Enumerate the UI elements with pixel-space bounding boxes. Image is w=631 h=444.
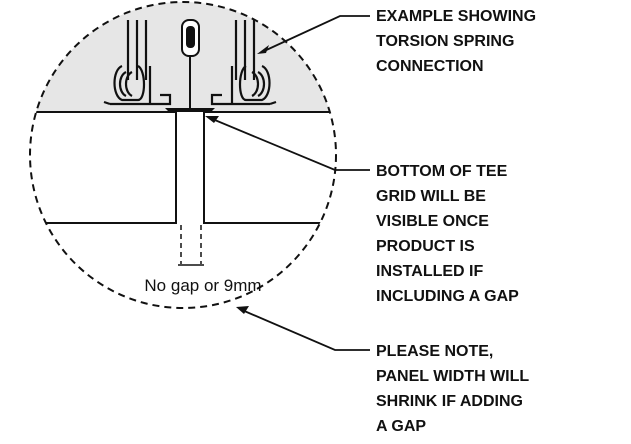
arrow-panel-width	[236, 306, 249, 314]
callout-tee-grid-line: BOTTOM OF TEE	[376, 163, 508, 180]
callout-tee-grid-line: INCLUDING A GAP	[376, 288, 519, 305]
leader-torsion-spring	[261, 15, 370, 53]
callout-torsion-spring-line: CONNECTION	[376, 58, 484, 75]
callout-panel-width: PLEASE NOTE, PANEL WIDTH WILL SHRINK IF …	[376, 343, 533, 435]
callout-tee-grid-line: PRODUCT IS	[376, 238, 475, 255]
leader-lines	[209, 15, 370, 351]
callout-tee-grid-line: GRID WILL BE	[376, 188, 486, 205]
callout-tee-grid-line: INSTALLED IF	[376, 263, 483, 280]
leader-tee-grid	[209, 117, 370, 171]
gap-label: No gap or 9mm	[144, 276, 261, 295]
leader-panel-width	[241, 309, 370, 351]
callout-panel-width-line: SHRINK IF ADDING	[376, 393, 523, 410]
torsion-spring-right	[210, 20, 277, 106]
detail-circle	[29, 1, 337, 309]
right-panel	[203, 111, 336, 224]
arrow-torsion-spring	[257, 45, 269, 54]
callout-torsion-spring-line: TORSION SPRING	[376, 33, 514, 50]
callout-panel-width-line: A GAP	[376, 418, 426, 435]
arrow-tee-grid	[205, 116, 219, 123]
callout-tee-grid-line: VISIBLE ONCE	[376, 213, 489, 230]
left-panel	[30, 111, 177, 224]
callout-torsion-spring: EXAMPLE SHOWING TORSION SPRING CONNECTIO…	[376, 8, 540, 75]
torsion-spring-left	[103, 20, 172, 106]
callout-tee-grid: BOTTOM OF TEE GRID WILL BE VISIBLE ONCE …	[376, 163, 519, 305]
arrow-heads	[205, 45, 269, 314]
callout-torsion-spring-line: EXAMPLE SHOWING	[376, 8, 536, 25]
callout-panel-width-line: PANEL WIDTH WILL	[376, 368, 529, 385]
magnified-detail	[30, 2, 336, 266]
callout-panel-width-line: PLEASE NOTE,	[376, 343, 493, 360]
gap-indicator	[178, 225, 204, 266]
tee-grid	[165, 19, 215, 112]
